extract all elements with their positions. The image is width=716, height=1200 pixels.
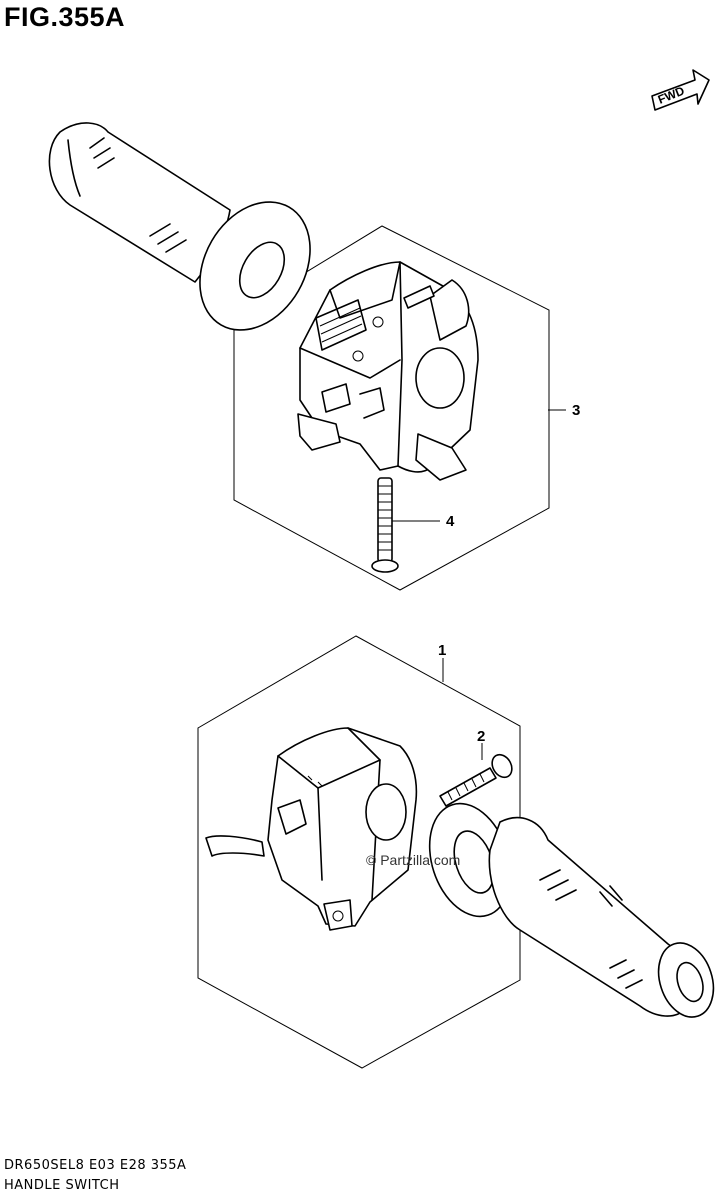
screw-part-4[interactable] xyxy=(371,477,399,573)
switch-housing-left[interactable] xyxy=(205,727,418,931)
screw-part-2[interactable] xyxy=(439,751,516,807)
callout-4: 4 xyxy=(446,513,455,530)
watermark: © Partzilla.com xyxy=(366,852,460,868)
right-grip[interactable] xyxy=(416,793,716,1024)
callout-3: 3 xyxy=(572,402,580,419)
fwd-arrow-icon: FWD xyxy=(651,69,710,111)
part-1-group-outline xyxy=(197,635,521,1069)
callout-2: 2 xyxy=(477,728,485,745)
switch-housing-right[interactable] xyxy=(297,261,479,481)
left-grip[interactable] xyxy=(48,122,332,350)
figure-title: FIG.355A xyxy=(4,2,126,32)
callout-1: 1 xyxy=(438,642,446,659)
footer-title: HANDLE SWITCH xyxy=(4,1178,120,1193)
footer-code: DR650SEL8 E03 E28 355A xyxy=(4,1158,187,1173)
